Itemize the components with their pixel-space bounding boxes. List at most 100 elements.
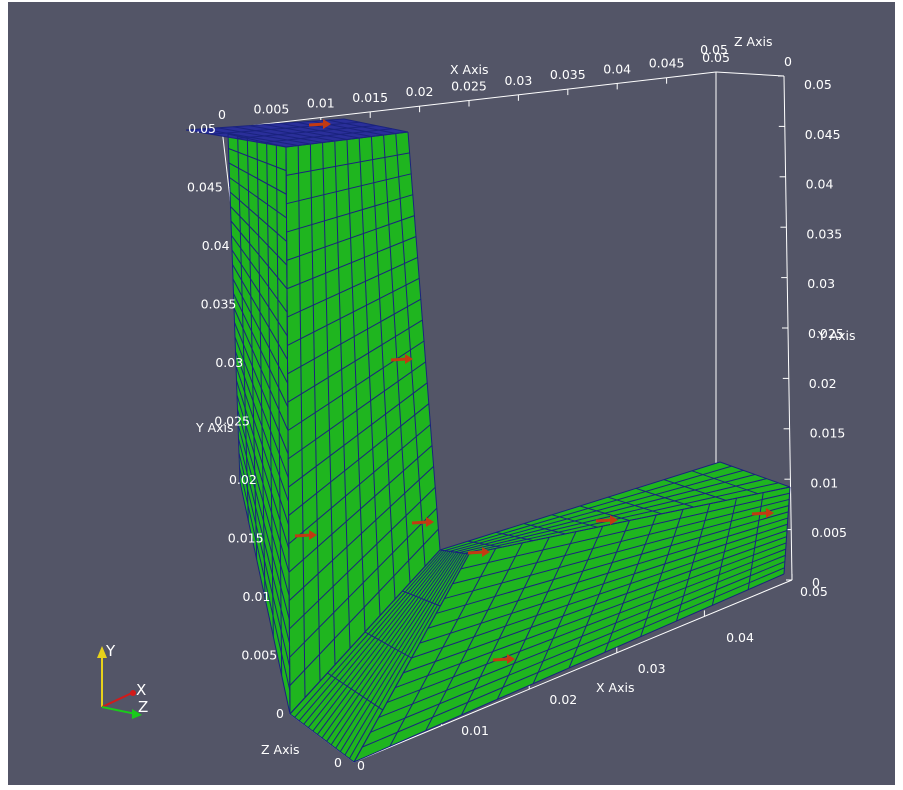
corner-block-line bbox=[326, 552, 457, 742]
vertical-left-line bbox=[231, 235, 288, 313]
x-axis-title-top: X Axis bbox=[450, 62, 488, 77]
horizontal-top-line bbox=[459, 478, 767, 554]
vertical-left-line bbox=[239, 467, 291, 691]
horizontal-front-line bbox=[378, 554, 786, 718]
horizontal-top-line bbox=[449, 469, 744, 552]
horizontal-top-line bbox=[464, 482, 779, 554]
vertical-front-line bbox=[289, 486, 436, 630]
horizontal-front-line bbox=[444, 505, 789, 600]
corner-block-line bbox=[317, 551, 453, 735]
y-axis-left-tick-label: 0.03 bbox=[215, 355, 243, 370]
z-axis-top-tick-label: 0.05 bbox=[700, 42, 728, 57]
horizontal-front-line bbox=[394, 542, 787, 689]
vertical-front-line bbox=[287, 298, 422, 375]
orientation-x-dot-icon bbox=[130, 690, 136, 696]
orientation-axes-widget: Y X Z bbox=[97, 642, 148, 719]
vertical-left-line bbox=[228, 148, 287, 172]
corner-block-line bbox=[289, 549, 441, 715]
vertical-left-line bbox=[228, 162, 287, 195]
orientation-z-label: Z bbox=[138, 698, 148, 716]
bottom-right-label: 0.05 bbox=[800, 584, 828, 599]
vertical-leg-left-face bbox=[228, 134, 290, 714]
vertical-top-line bbox=[235, 125, 377, 139]
horizontal-front-line bbox=[411, 530, 788, 659]
y-axis-left-tick-label: 0.01 bbox=[243, 589, 271, 604]
x-axis-bottom-tick-label: 0.03 bbox=[638, 661, 666, 676]
y-axis-title-right: Y Axis bbox=[817, 328, 856, 343]
corner-block-line bbox=[330, 552, 460, 746]
vector-arrow-icon bbox=[595, 515, 618, 525]
z-axis-bottom-tick-label: 0 bbox=[357, 758, 365, 773]
y-axis-right-tick-label: 0.03 bbox=[807, 276, 835, 291]
vertical-front-line bbox=[289, 507, 438, 658]
vertical-front-line bbox=[287, 319, 423, 403]
x-axis-tick-label: 0.035 bbox=[550, 67, 586, 82]
vector-arrow-icon bbox=[751, 508, 774, 518]
vertical-left-line bbox=[238, 452, 291, 667]
orientation-y-label: Y bbox=[105, 642, 116, 660]
corner-block-line bbox=[344, 553, 466, 756]
x-axis-bottom-line bbox=[353, 579, 793, 763]
corner-block-line bbox=[348, 553, 468, 759]
vertical-top-line bbox=[285, 131, 409, 148]
horizontal-leg-top-face bbox=[440, 462, 790, 554]
vertical-left-line bbox=[237, 409, 290, 597]
vertical-top-line bbox=[210, 121, 361, 135]
horizontal-front-line bbox=[427, 517, 789, 629]
vertical-front-line bbox=[286, 236, 417, 290]
x-axis-tick-label: 0.015 bbox=[352, 90, 388, 105]
vertical-front-line bbox=[286, 173, 412, 205]
y-axis-right-tick-label: 0.04 bbox=[806, 177, 834, 192]
y-axis-left-tick-label: 0.04 bbox=[202, 238, 230, 253]
horizontal-front-line bbox=[403, 536, 787, 674]
y-axis-left-tick-label: 0.045 bbox=[187, 180, 223, 195]
z-axis-top-line bbox=[715, 71, 785, 77]
vector-arrow-icon bbox=[294, 530, 317, 540]
vertical-left-line bbox=[233, 307, 289, 431]
x-axis-tick-label: 0.05 bbox=[702, 50, 730, 65]
x-axis-tick-label: 0.02 bbox=[406, 84, 434, 99]
vertical-left-line bbox=[234, 322, 289, 455]
horizontal-front-line bbox=[468, 486, 791, 555]
vertical-left-line bbox=[227, 133, 287, 148]
vertical-front-line bbox=[287, 340, 425, 431]
orientation-x-axis-icon bbox=[101, 692, 133, 708]
vertical-left-line bbox=[236, 394, 290, 573]
horizontal-front-line bbox=[452, 498, 790, 585]
vertical-front-line bbox=[288, 382, 428, 488]
x-axis-bottom-tick-label: 0.01 bbox=[461, 723, 489, 738]
vector-arrow-icon bbox=[411, 517, 434, 527]
y-axis-right-tick-label: 0.01 bbox=[810, 475, 838, 490]
vertical-left-line bbox=[230, 220, 288, 290]
vertical-front-line bbox=[287, 277, 420, 346]
orientation-z-arrowhead-icon bbox=[132, 709, 142, 719]
vertical-left-line bbox=[232, 264, 288, 360]
corner-block-line bbox=[321, 551, 455, 739]
horizontal-top-line bbox=[439, 461, 721, 551]
horizontal-top-line bbox=[444, 465, 732, 552]
x-axis-tick-label: 0 bbox=[218, 107, 226, 122]
vertical-front-line bbox=[289, 528, 439, 686]
vertical-front-line bbox=[286, 152, 410, 176]
x-axis-tick-label: 0.04 bbox=[603, 61, 631, 76]
vertical-front-line bbox=[286, 215, 415, 261]
y-axis-left-tick-label: 0 bbox=[276, 706, 284, 721]
y-axis-right-tick-label: 0.02 bbox=[809, 376, 837, 391]
y-axis-right-tick-label: 0.045 bbox=[805, 127, 841, 142]
vertical-top-line bbox=[260, 128, 393, 144]
vertical-front-line bbox=[286, 194, 413, 233]
vertical-left-line bbox=[235, 351, 289, 502]
y-axis-right-tick-label: 0 bbox=[812, 575, 820, 590]
vertical-left-line bbox=[230, 206, 288, 266]
horizontal-top-line bbox=[454, 474, 756, 553]
y-axis-left-tick-label: 0.005 bbox=[241, 648, 277, 663]
vector-arrow-icon bbox=[492, 654, 515, 664]
y-axis-left-tick-label: 0.05 bbox=[188, 121, 216, 136]
vertical-front-line bbox=[288, 466, 434, 601]
x-axis-title-bottom: X Axis bbox=[596, 680, 634, 695]
z-axis-bottom-tick-label: 0 bbox=[334, 755, 342, 770]
z-axis-title-bottom: Z Axis bbox=[261, 742, 299, 757]
